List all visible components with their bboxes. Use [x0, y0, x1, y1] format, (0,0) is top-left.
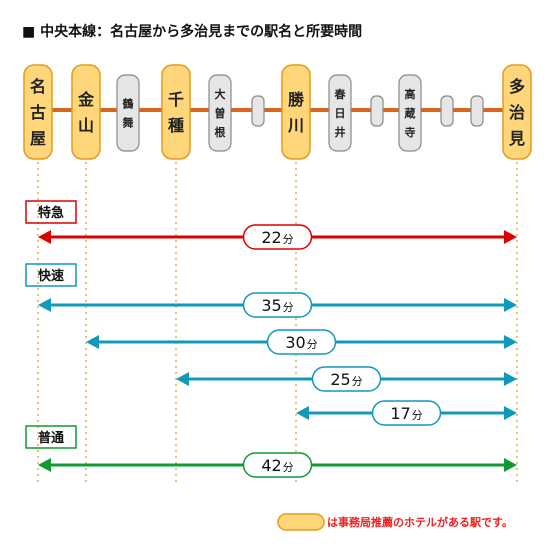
pass-station-box — [251, 95, 265, 127]
station-name-char: 治 — [509, 103, 525, 122]
service-label: 特急 — [38, 205, 64, 221]
legend-swatch — [277, 513, 325, 531]
service-label-box — [25, 263, 77, 287]
travel-time: 42分 — [261, 456, 293, 475]
route-arrow: 42分 — [38, 452, 517, 478]
station-name-char: 勝 — [288, 90, 305, 109]
pass-station — [251, 95, 265, 127]
service-普通: 普通 42分 — [25, 425, 517, 478]
time-pill — [242, 292, 313, 318]
travel-time: 17分 — [390, 404, 422, 423]
pass-station-box — [440, 95, 454, 127]
arrow-head-left — [38, 230, 51, 244]
arrow-head-left — [38, 298, 51, 312]
route-arrow: 35分 — [38, 292, 517, 318]
service-label-box — [25, 200, 77, 224]
arrow-head-right — [504, 372, 517, 386]
arrow-head-left — [38, 458, 51, 472]
station-name-char: 舞 — [123, 115, 134, 129]
route-arrow: 22分 — [38, 224, 517, 250]
station-box — [116, 74, 140, 152]
service-label: 快速 — [38, 268, 64, 284]
time-pill — [242, 224, 313, 250]
station-highlight-box — [281, 64, 311, 160]
pass-station — [440, 95, 454, 127]
station-鶴舞: 鶴舞 — [116, 74, 140, 152]
arrow-head-right — [504, 406, 517, 420]
arrow-head-right — [504, 230, 517, 244]
time-pill — [266, 329, 337, 355]
station-name-char: 大 — [215, 87, 226, 101]
station-highlight-box — [161, 64, 191, 160]
station-name-char: 名 — [30, 77, 46, 96]
station-name-char: 根 — [215, 125, 227, 139]
service-特急: 特急 22分 — [25, 200, 517, 250]
station-highlight-box — [502, 64, 532, 160]
arrow-head-right — [504, 298, 517, 312]
legend-text: は事務局推薦のホテルがある駅です。 — [327, 516, 513, 529]
arrow-head-right — [504, 335, 517, 349]
station-高蔵寺: 高蔵寺 — [398, 74, 422, 152]
time-pill — [311, 366, 382, 392]
station-highlight-box — [71, 64, 101, 160]
station-name-char: 金 — [77, 90, 95, 109]
route-arrow: 30分 — [86, 329, 517, 355]
station-name-char: 曽 — [215, 106, 226, 120]
time-pill — [371, 400, 442, 426]
travel-time: 22分 — [261, 228, 293, 247]
station-name-char: 高 — [405, 87, 416, 101]
service-label: 普通 — [38, 430, 64, 446]
station-box — [398, 74, 422, 152]
station-勝川: 勝川 — [281, 64, 311, 160]
station-name-char: 屋 — [30, 129, 46, 148]
station-name-char: 種 — [168, 116, 184, 135]
station-name-char: 見 — [508, 129, 525, 148]
page-title: ■ 中央本線：名古屋から多治見までの駅名と所要時間 — [22, 24, 363, 40]
arrow-head-left — [296, 406, 309, 420]
route-arrow: 25分 — [176, 366, 517, 392]
station-多治見: 多治見 — [502, 64, 532, 160]
station-春日井: 春日井 — [328, 74, 352, 152]
travel-time: 30分 — [285, 333, 317, 352]
station-千種: 千種 — [161, 64, 191, 160]
station-name-char: 井 — [335, 125, 346, 139]
station-name-char: 古 — [30, 103, 46, 122]
pass-station-box — [470, 95, 484, 127]
station-name-char: 川 — [287, 116, 304, 135]
arrow-head-left — [176, 372, 189, 386]
route-arrow: 17分 — [296, 400, 517, 426]
station-guide-lines — [37, 162, 518, 482]
service-label-box — [25, 425, 77, 449]
pass-station — [470, 95, 484, 127]
station-name-char: 山 — [78, 116, 94, 135]
station-name-char: 日 — [335, 107, 346, 120]
station-highlight-box — [23, 64, 53, 160]
service-快速: 快速 35分 30分 25分 17分 — [25, 263, 517, 426]
arrow-head-left — [86, 335, 99, 349]
arrow-head-right — [504, 458, 517, 472]
travel-time: 25分 — [330, 370, 362, 389]
station-name-char: 多 — [509, 77, 525, 96]
pass-station — [370, 95, 384, 127]
station-name-char: 寺 — [405, 125, 416, 139]
station-name-char: 鶴 — [123, 96, 134, 110]
station-box — [328, 74, 352, 152]
travel-time: 35分 — [261, 296, 293, 315]
station-名古屋: 名古屋 — [23, 64, 53, 160]
pass-station-box — [370, 95, 384, 127]
station-box — [208, 74, 232, 152]
time-pill — [242, 452, 313, 478]
station-金山: 金山 — [71, 64, 101, 160]
station-name-char: 春 — [335, 87, 347, 101]
station-name-char: 蔵 — [405, 106, 416, 120]
station-name-char: 千 — [168, 90, 184, 109]
legend — [277, 513, 325, 531]
station-大曽根: 大曽根 — [208, 74, 232, 152]
